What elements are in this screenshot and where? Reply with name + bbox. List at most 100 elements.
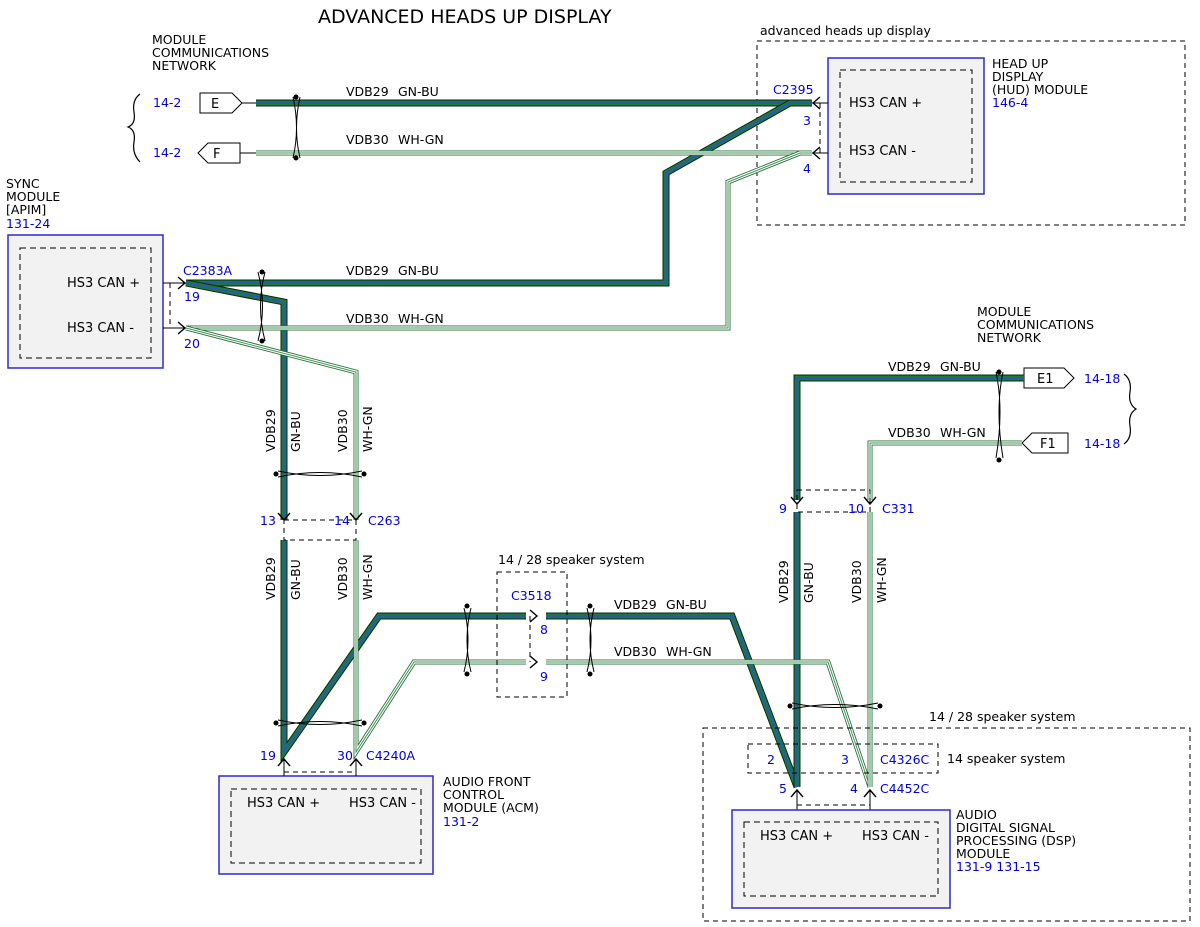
svg-text:GN-BU: GN-BU <box>288 559 303 600</box>
vertical-wire-labels: VDB29 GN-BU VDB30 WH-GN VDB29 GN-BU VDB3… <box>263 406 889 603</box>
svg-text:F: F <box>213 147 220 162</box>
wire-vdb29-c3518-to-dsp[interactable] <box>546 612 801 789</box>
ref-131-2: 131-2 <box>443 814 479 829</box>
connector-c2383a[interactable]: C2383A <box>183 263 233 278</box>
hud-group-label: advanced heads up display <box>760 23 932 38</box>
svg-text:VDB29: VDB29 <box>776 560 791 603</box>
dsp-pin-plus: HS3 CAN + <box>760 829 833 844</box>
svg-text:VDB30: VDB30 <box>849 560 864 603</box>
svg-text:VDB29: VDB29 <box>263 557 278 600</box>
dsp-module-label: AUDIO DIGITAL SIGNAL PROCESSING (DSP) MO… <box>956 807 1076 874</box>
connector-tag-e: E <box>199 92 243 114</box>
pin-c263-14: 14 <box>334 513 350 528</box>
svg-text:WH-GN: WH-GN <box>398 132 444 147</box>
ref-14-2-e[interactable]: 14-2 <box>153 95 181 110</box>
connector-c331-group[interactable]: 9 10 C331 <box>779 489 915 516</box>
sync-pin-minus: HS3 CAN - <box>67 321 134 336</box>
dsp-module[interactable]: HS3 CAN + HS3 CAN - <box>731 809 951 909</box>
connector-c4452c[interactable]: C4452C <box>880 781 930 796</box>
wire-vdb29-sync-to-c263[interactable] <box>185 279 288 520</box>
connector-c263-group[interactable]: 13 14 C263 <box>260 512 401 541</box>
hud-pin-plus: HS3 CAN + <box>849 96 922 111</box>
pin-c2395-4: 4 <box>803 161 811 176</box>
connector-c2395[interactable]: C2395 <box>773 82 814 97</box>
svg-text:E1: E1 <box>1037 372 1054 387</box>
pin-c4326c-2: 2 <box>767 752 775 767</box>
connector-c4326c[interactable]: C4326C <box>880 752 930 767</box>
svg-text:VDB30: VDB30 <box>335 557 350 600</box>
svg-text:MODULE (ACM): MODULE (ACM) <box>443 800 539 815</box>
svg-text:GN-BU: GN-BU <box>398 84 439 99</box>
acm-module[interactable]: HS3 CAN + HS3 CAN - <box>218 775 434 875</box>
svg-text:VDB29: VDB29 <box>346 263 389 278</box>
svg-text:GN-BU: GN-BU <box>398 263 439 278</box>
sync-pin-plus: HS3 CAN + <box>67 276 140 291</box>
svg-text:VDB29: VDB29 <box>346 84 389 99</box>
pin-c2395-3: 3 <box>803 113 811 128</box>
speaker-system-right-boundary <box>702 727 1191 922</box>
dsp-pin-minus: HS3 CAN - <box>862 829 929 844</box>
svg-text:GN-BU: GN-BU <box>940 359 981 374</box>
svg-text:WH-GN: WH-GN <box>666 644 712 659</box>
speaker-system-right-label: 14 / 28 speaker system <box>929 709 1076 724</box>
ref-14-18-e1[interactable]: 14-18 <box>1084 371 1120 386</box>
connector-c4240a[interactable]: C4240A <box>366 748 416 763</box>
svg-text:VDB29: VDB29 <box>263 409 278 452</box>
pin-c263-13: 13 <box>260 513 276 528</box>
svg-text:DIGITAL SIGNAL: DIGITAL SIGNAL <box>956 820 1055 835</box>
diagram-title: ADVANCED HEADS UP DISPLAY <box>318 6 612 28</box>
acm-pin-minus: HS3 CAN - <box>349 796 416 811</box>
connector-tag-f1: F1 <box>1021 432 1069 454</box>
speaker-system-mid-boundary <box>496 571 568 698</box>
ref-14-2-f[interactable]: 14-2 <box>153 145 181 160</box>
horizontal-wire-labels: VDB29 GN-BU VDB30 WH-GN VDB29 GN-BU VDB3… <box>346 84 986 659</box>
svg-text:VDB30: VDB30 <box>346 311 389 326</box>
svg-text:MODULE: MODULE <box>6 189 60 204</box>
svg-text:GN-BU: GN-BU <box>801 562 816 603</box>
svg-text:COMMUNICATIONS: COMMUNICATIONS <box>152 45 269 60</box>
wire-vdb29-sync-to-hud[interactable] <box>186 99 792 287</box>
speaker-14-label: 14 speaker system <box>947 751 1065 766</box>
svg-text:(HUD) MODULE: (HUD) MODULE <box>992 82 1088 97</box>
pin-c331-9: 9 <box>779 501 787 516</box>
svg-text:NETWORK: NETWORK <box>152 58 217 73</box>
svg-text:DISPLAY: DISPLAY <box>992 69 1044 84</box>
wire-vdb30-network-to-c331[interactable] <box>867 440 1022 500</box>
network-brace-right <box>1123 373 1138 445</box>
connector-c3518[interactable]: C3518 <box>511 588 552 603</box>
connector-c331: C331 <box>882 501 915 516</box>
speaker-14-boundary <box>747 743 939 774</box>
wire-vdb30-sync-to-c263[interactable] <box>185 325 359 520</box>
svg-text:NETWORK: NETWORK <box>977 330 1042 345</box>
svg-text:SYNC: SYNC <box>6 176 40 191</box>
speaker-system-mid-label: 14 / 28 speaker system <box>498 552 645 567</box>
svg-text:VDB30: VDB30 <box>888 425 931 440</box>
svg-text:MODULE: MODULE <box>956 846 1010 861</box>
pin-c4326c-3: 3 <box>841 752 849 767</box>
acm-pin-plus: HS3 CAN + <box>247 796 320 811</box>
hud-module[interactable]: HS3 CAN + HS3 CAN - <box>827 57 985 195</box>
sync-module[interactable]: HS3 CAN + HS3 CAN - <box>7 234 164 369</box>
acm-module-label: AUDIO FRONT CONTROL MODULE (ACM) 131-2 <box>443 774 539 829</box>
wire-vdb30-c263-to-acm[interactable] <box>353 540 526 761</box>
svg-text:CONTROL: CONTROL <box>443 787 504 802</box>
svg-text:WH-GN: WH-GN <box>874 557 889 603</box>
wire-vdb29-c263-to-acm[interactable] <box>280 540 526 764</box>
ref-131-9-131-15: 131-9 131-15 <box>956 859 1041 874</box>
svg-text:AUDIO FRONT: AUDIO FRONT <box>443 774 531 789</box>
svg-text:F1: F1 <box>1040 437 1056 452</box>
pin-c4240a-19: 19 <box>260 748 276 763</box>
ref-14-18-f1[interactable]: 14-18 <box>1084 436 1120 451</box>
svg-text:WH-GN: WH-GN <box>940 425 986 440</box>
connector-tag-f: F <box>197 142 241 164</box>
svg-text:VDB30: VDB30 <box>335 409 350 452</box>
wire-vdb30-sync-to-hud[interactable] <box>186 150 801 331</box>
svg-text:GN-BU: GN-BU <box>666 597 707 612</box>
wire-vdb30-c3518-to-dsp[interactable] <box>546 659 873 788</box>
wire-vdb29-network-to-c331[interactable] <box>793 374 1024 500</box>
network-top-left-label: MODULE COMMUNICATIONS NETWORK <box>152 32 269 73</box>
network-brace-left <box>126 93 141 163</box>
connector-tag-e1: E1 <box>1023 367 1075 389</box>
svg-text:VDB29: VDB29 <box>614 597 657 612</box>
